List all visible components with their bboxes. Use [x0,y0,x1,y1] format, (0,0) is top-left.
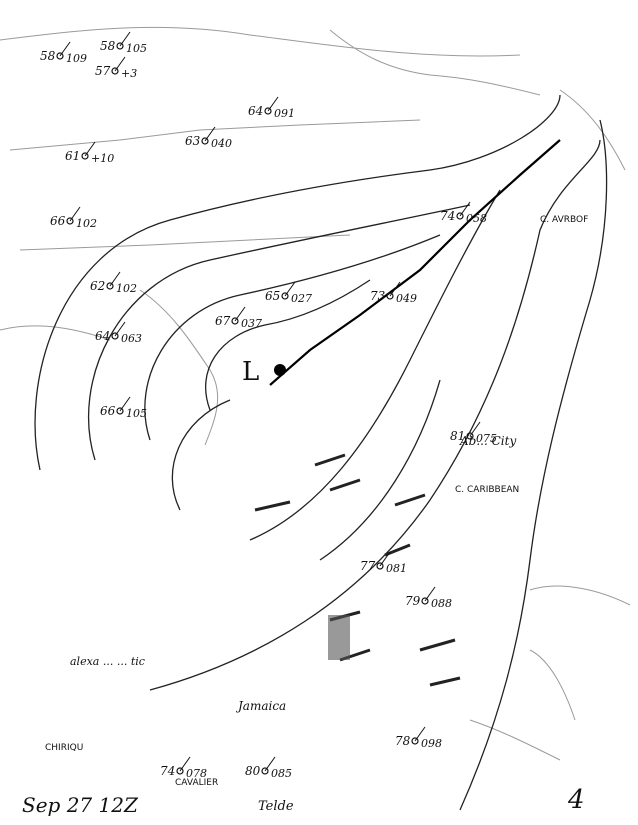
place-label-chiriqui: CHIRIQU [45,743,83,753]
station-pressure: 037 [241,317,262,330]
annotation-bottom-left: alexa ... ... tic [70,655,145,668]
station-pressure: 040 [211,137,232,150]
front-line [269,139,561,386]
wind-barb [114,56,126,72]
station-circle [111,67,119,75]
station-temp: 57 [95,64,111,78]
station-pressure: 085 [271,767,292,780]
wind-barb [84,141,96,157]
wind-barb [179,756,191,772]
station-circle [411,737,419,745]
station-pressure: 081 [386,562,407,575]
wind-barb [389,281,401,297]
station-pressure: 091 [274,107,295,120]
station-circle [106,282,114,290]
place-label-jamaica: Jamaica [235,699,286,713]
station-circle [386,292,394,300]
station-circle [176,767,184,775]
station-temp: 80 [245,764,261,778]
wind-barb [284,281,296,297]
wind-barb [234,306,246,322]
station-pressure: +3 [121,67,137,80]
station-pressure: 049 [396,292,417,305]
station-pressure: 078 [186,767,207,780]
station-circle [466,432,474,440]
map-date-label: Sep 27 12Z [22,793,139,817]
station-temp: 64 [95,329,110,343]
station-temp: 73 [370,289,386,303]
station-temp: 77 [360,559,376,573]
station-circle [421,597,429,605]
station-circle [231,317,239,325]
station-pressure: 058 [466,212,487,225]
station-temp: 66 [100,404,116,418]
station-circle [66,217,74,225]
wind-barb [119,31,131,47]
wind-barb [424,586,436,602]
wind-barb [109,271,121,287]
station-circle [111,332,119,340]
precip-hatching [254,453,461,687]
station-temp: 66 [50,214,66,228]
station-pressure: 105 [126,42,147,55]
station-circle [261,767,269,775]
wind-barb [69,206,81,222]
wind-barb [379,551,391,567]
place-label-telde: Telde [258,799,294,814]
wind-barb [264,756,276,772]
place-label-abaco: Ab... City [459,434,516,448]
wind-barb [204,126,216,142]
station-plots: 58 109 58 105 57 +3 61 +10 63 040 64 091 66 102 62 102 6… [40,31,497,780]
station-temp: 63 [185,134,201,148]
station-pressure: 098 [421,737,442,750]
station-pressure: 105 [126,407,147,420]
station-pressure: 063 [121,332,142,345]
station-circle [116,407,124,415]
station-temp: 74 [440,209,455,223]
wind-barb [119,396,131,412]
station-pressure: 109 [66,52,87,65]
station-temp: 78 [395,734,411,748]
station-temp: 61 [65,149,80,163]
station-temp: 79 [405,594,421,608]
station-pressure: +10 [91,152,114,165]
wind-barb [459,201,471,217]
station-pressure: 088 [431,597,452,610]
station-circle [456,212,464,220]
station-temp: 64 [248,104,263,118]
station-temp: 67 [215,314,231,328]
low-center-marker [274,364,286,376]
station-temp: 62 [90,279,105,293]
station-circle [376,562,384,570]
station-pressure: 102 [116,282,137,295]
low-center-label: L [242,357,259,387]
wind-barb [414,726,426,742]
place-label-cape: C. AVRBOF [540,215,588,225]
station-circle [116,42,124,50]
station-circle [56,52,64,60]
station-temp: 65 [265,289,280,303]
wind-barb [59,41,71,57]
station-circle [264,107,272,115]
station-circle [201,137,209,145]
wind-barb [114,321,126,337]
wind-barb [267,96,279,112]
isobar-layer [34,94,608,811]
station-temp: 74 [160,764,175,778]
station-temp: 58 [100,39,116,53]
place-label-caribbean: C. CARIBBEAN [455,485,519,495]
shaded-rain-area [328,615,350,660]
station-temp: 81 [450,429,465,443]
page-number: 4 [567,785,585,815]
station-pressure: 075 [476,432,497,445]
station-circle [81,152,89,160]
coastline-layer [0,26,631,761]
station-pressure: 027 [291,292,312,305]
wind-barb [469,421,481,437]
station-temp: 58 [40,49,56,63]
station-circle [281,292,289,300]
station-pressure: 102 [76,217,97,230]
place-label-cavalier: CAVALIER [175,778,218,788]
